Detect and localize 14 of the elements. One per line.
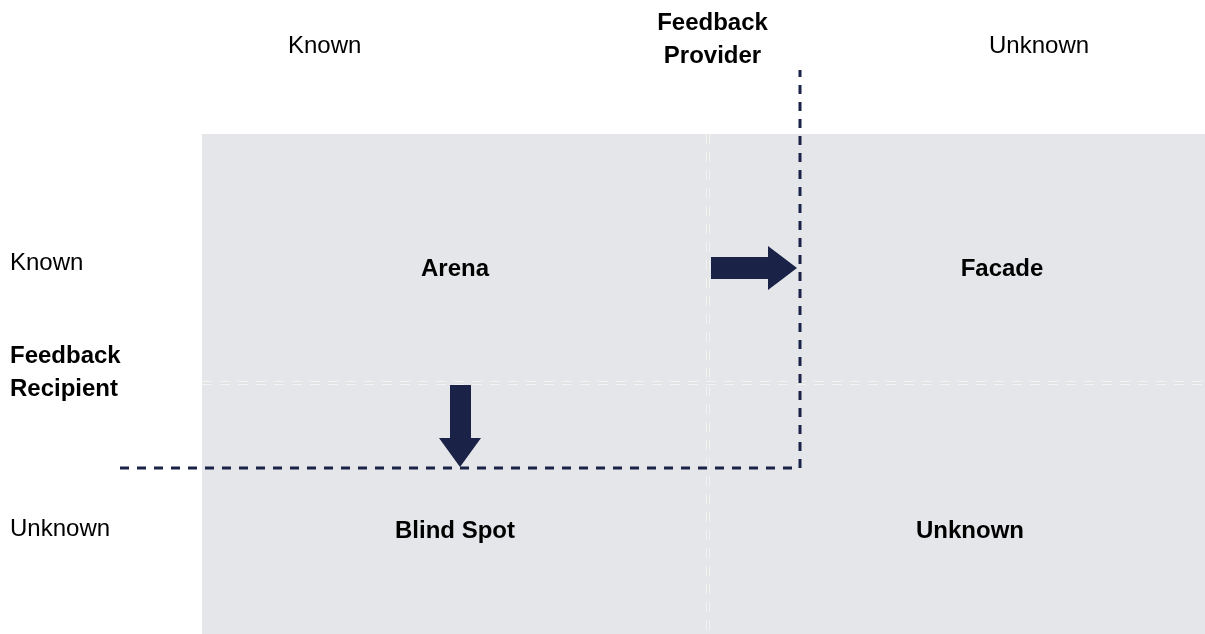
axis-title: Feedback Recipient [10,340,122,403]
axis-label: Unknown [989,30,1091,60]
axis-label: Known [288,30,363,60]
axis-label: Known [10,247,85,277]
quadrant-panel [708,134,1205,383]
quadrant-panel [202,134,708,383]
axis-title: Feedback Provider [656,7,769,70]
axis-label: Unknown [10,513,112,543]
quadrant-title: Blind Spot [395,516,515,544]
quadrant-panel [708,383,1205,634]
quadrant-title: Arena [421,254,489,282]
quadrant-title: Facade [960,254,1044,282]
quadrant-panel [202,383,708,634]
quadrant-title: Unknown [916,516,1024,544]
